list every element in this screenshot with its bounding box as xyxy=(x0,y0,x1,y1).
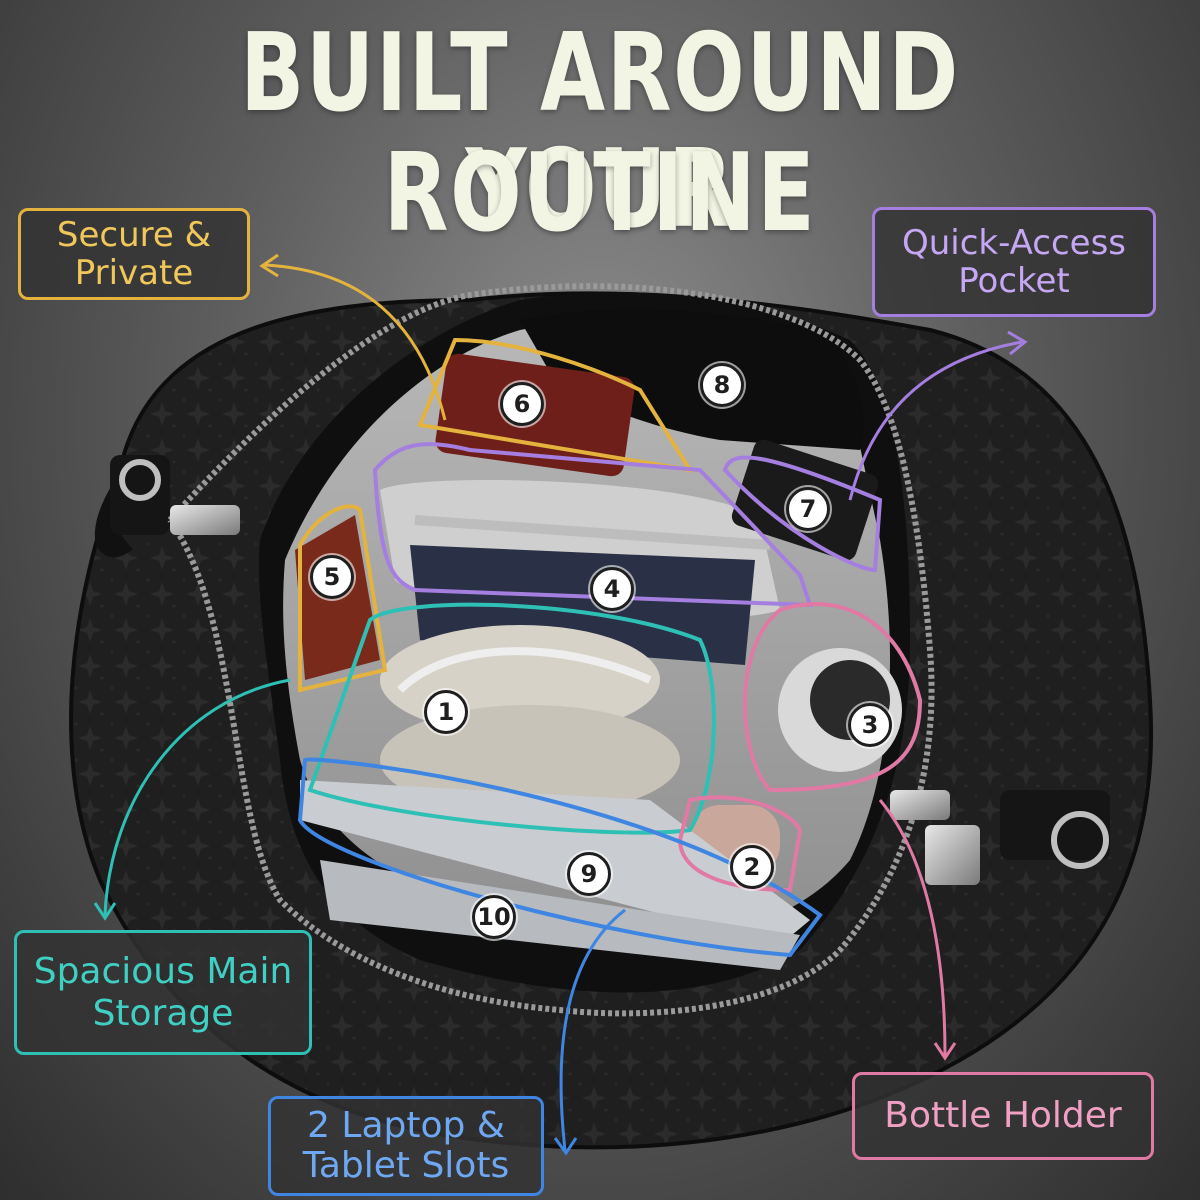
compartment-number-7: 7 xyxy=(786,487,830,531)
arrow-bottle xyxy=(878,799,947,1056)
callout-laptop-tablet-slots: 2 Laptop & Tablet Slots xyxy=(268,1096,544,1196)
arrow-bottle-head xyxy=(933,1042,957,1061)
callout-arrows xyxy=(93,253,1028,1156)
callout-main-line2: Storage xyxy=(92,992,234,1034)
callout-spacious-main-storage: Spacious Main Storage xyxy=(14,930,312,1055)
outline-secure xyxy=(417,337,695,473)
padlock xyxy=(925,825,980,885)
outline-laptops xyxy=(297,757,823,958)
arrow-laptop xyxy=(559,908,626,1151)
compartment-number-10: 10 xyxy=(472,895,516,939)
compartment-number-8: 8 xyxy=(700,363,744,407)
callout-quick-line2: Pocket xyxy=(958,261,1070,301)
arrow-laptop-head xyxy=(553,1137,578,1156)
callout-bottle-holder: Bottle Holder xyxy=(852,1072,1154,1160)
callout-quick-line1: Quick-Access xyxy=(901,223,1127,263)
callout-secure-private: Secure & Private xyxy=(18,208,250,300)
outline-bottle xyxy=(743,602,923,793)
callout-secure-line2: Private xyxy=(74,253,194,293)
compartment-number-2: 2 xyxy=(730,845,774,889)
compartment-outlines xyxy=(297,337,923,958)
compartment-number-6: 6 xyxy=(500,382,544,426)
callout-secure-line1: Secure & xyxy=(56,215,212,255)
outline-clothes xyxy=(372,442,813,608)
headline-line-1: BUILT AROUND YOUR xyxy=(240,11,960,252)
arrow-quick xyxy=(848,340,1023,501)
callout-main-line1: Spacious Main xyxy=(33,950,293,992)
arrow-secure xyxy=(264,263,447,421)
headline-line-2: ROUTINE xyxy=(383,131,817,256)
outline-quick xyxy=(722,455,883,573)
arrow-main-head xyxy=(93,902,117,921)
compartment-number-1: 1 xyxy=(424,690,468,734)
compartment-number-5: 5 xyxy=(310,555,354,599)
outline-snacks xyxy=(298,504,388,693)
zipper-pull-right xyxy=(890,790,950,820)
arrow-secure-head xyxy=(259,253,279,278)
zipper-track xyxy=(167,283,935,1017)
callout-quick-access-pocket: Quick-Access Pocket xyxy=(872,207,1156,317)
compartment-number-3: 3 xyxy=(848,703,892,747)
callout-laptop-line2: Tablet Slots xyxy=(302,1145,510,1186)
compartment-number-4: 4 xyxy=(590,567,634,611)
compartment-number-9: 9 xyxy=(567,852,611,896)
outline-earbuds xyxy=(677,795,803,893)
callout-laptop-line1: 2 Laptop & xyxy=(307,1105,505,1146)
arrow-main xyxy=(103,678,291,916)
outline-shoes xyxy=(307,602,716,835)
callout-bottle-line1: Bottle Holder xyxy=(884,1095,1122,1136)
arrow-quick-head xyxy=(1007,330,1028,356)
zipper-pull-left xyxy=(170,505,240,535)
